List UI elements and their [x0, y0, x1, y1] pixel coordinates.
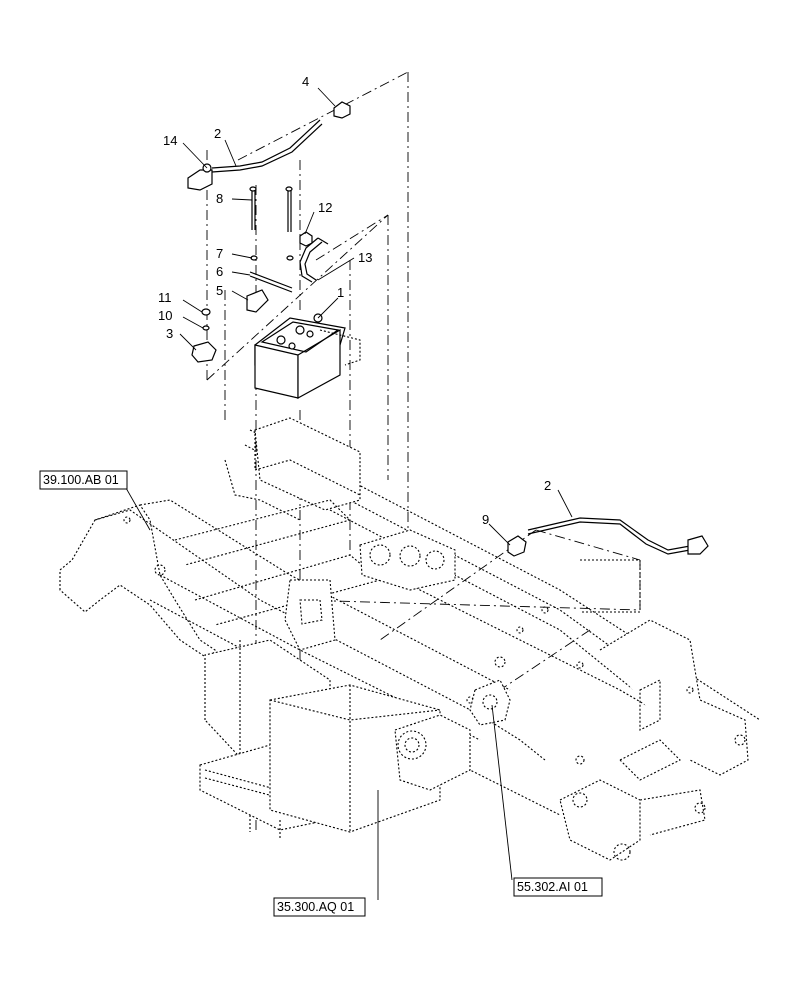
chassis-frame [59, 417, 761, 861]
callout-2-upper: 2 [214, 126, 221, 141]
strap-13 [299, 237, 329, 283]
callout-3: 3 [166, 326, 173, 341]
callout-1: 1 [337, 285, 344, 300]
reference-label: 35.300.AQ 01 [277, 900, 354, 914]
callout-labels: 1 2 2 3 4 5 6 7 8 9 10 11 12 13 14 [158, 74, 551, 527]
callout-6: 6 [216, 264, 223, 279]
callout-12: 12 [318, 200, 332, 215]
washer-7 [250, 255, 294, 261]
nut-4 [333, 101, 351, 119]
hold-down-bar-6 [249, 271, 293, 293]
bracket-5 [246, 289, 269, 313]
reference-box-35-300-aq[interactable]: 35.300.AQ 01 [273, 897, 366, 917]
reference-box-55-302-ai[interactable]: 55.302.AI 01 [513, 877, 603, 897]
callout-14: 14 [163, 133, 177, 148]
cable-2-upper [187, 119, 323, 191]
callout-8: 8 [216, 191, 223, 206]
reference-box-39-100-ab[interactable]: 39.100.AB 01 [39, 470, 128, 490]
reference-label: 39.100.AB 01 [43, 473, 119, 487]
reference-label: 55.302.AI 01 [517, 880, 588, 894]
cable-2-lower [527, 517, 709, 555]
bolt-8 [249, 186, 293, 232]
nut-11 [201, 308, 211, 316]
sleeve-9 [507, 535, 527, 557]
callout-7: 7 [216, 246, 223, 261]
callout-11: 11 [158, 290, 172, 305]
callout-4: 4 [302, 74, 309, 89]
washer-10 [202, 325, 210, 331]
callout-9: 9 [482, 512, 489, 527]
callout-5: 5 [216, 283, 223, 298]
connector-3 [191, 341, 217, 363]
callout-10: 10 [158, 308, 172, 323]
leader-lines [125, 87, 573, 900]
callout-2-lower: 2 [544, 478, 551, 493]
callout-13: 13 [358, 250, 372, 265]
battery-1 [254, 313, 361, 400]
